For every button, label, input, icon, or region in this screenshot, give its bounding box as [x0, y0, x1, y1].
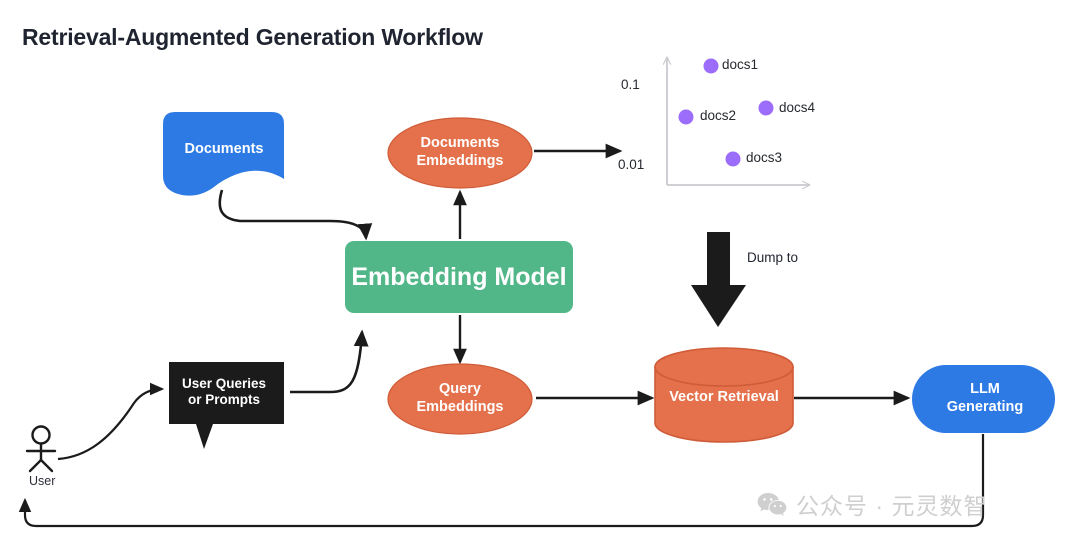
edge-userqueries-to-model	[290, 329, 369, 394]
chart-point-docs4[interactable]	[758, 100, 774, 116]
chart-point-docs2[interactable]	[678, 109, 694, 125]
node-vector-retrieval-shape[interactable]	[654, 347, 794, 443]
node-documents-embeddings-shape[interactable]	[387, 117, 533, 189]
edge-llm-to-user-feedback	[18, 434, 985, 528]
edge-user-to-userqueries	[57, 382, 165, 461]
node-documents-shape[interactable]	[163, 112, 284, 196]
user-label: User	[29, 474, 56, 488]
page-title: Retrieval-Augmented Generation Workflow	[22, 24, 483, 50]
node-query-embeddings-shape[interactable]	[387, 363, 533, 435]
edge-dump-to-arrow	[691, 232, 746, 327]
node-user-queries-shape[interactable]	[169, 362, 284, 449]
node-llm-generating-shape[interactable]	[912, 365, 1055, 433]
edge-documents-to-embedding-model	[218, 189, 373, 241]
chart-point-label-docs3: docs3	[746, 150, 783, 165]
chart-point-label-docs4: docs4	[779, 100, 816, 115]
user-stick-figure-icon	[25, 425, 57, 473]
edge-dump-to-label: Dump to	[747, 250, 799, 265]
chart-point-label-docs1: docs1	[722, 57, 759, 72]
chart-point-docs1[interactable]	[703, 58, 719, 74]
chart-ytick-upper: 0.1	[621, 77, 640, 92]
chart-point-docs3[interactable]	[725, 151, 741, 167]
chart-point-label-docs2: docs2	[700, 108, 737, 123]
chart-ytick-lower: 0.01	[618, 157, 645, 172]
node-embedding-model-shape[interactable]	[345, 241, 573, 313]
